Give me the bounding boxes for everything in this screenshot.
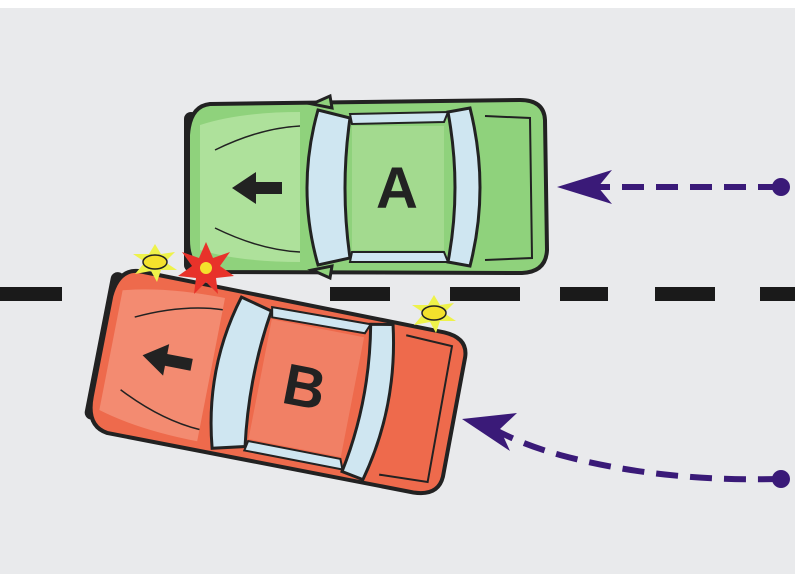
- path-arrow-car-a: [557, 170, 790, 204]
- car-b: B: [84, 268, 468, 496]
- spark-icon: [133, 244, 177, 282]
- direction-arrow-icon: [142, 344, 193, 376]
- car-a: A: [184, 93, 550, 281]
- car-a-label: A: [376, 156, 418, 221]
- path-arrow-icon: [462, 413, 517, 451]
- path-arrow-car-b: [462, 413, 790, 488]
- direction-arrow-icon: [232, 172, 282, 204]
- spark-icon: [412, 295, 456, 333]
- path-arrow-icon: [557, 170, 612, 204]
- impact-burst-icon: [178, 242, 234, 294]
